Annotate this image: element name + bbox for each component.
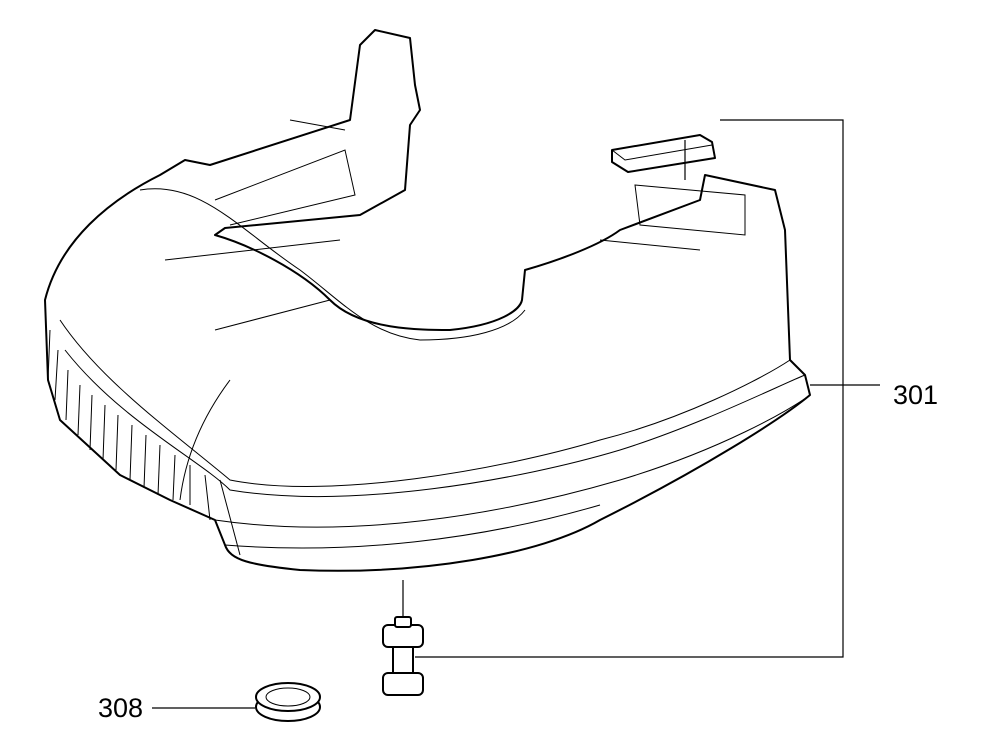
cap-part-308 bbox=[255, 682, 321, 722]
cover-ribs bbox=[47, 329, 241, 556]
callout-label-308: 308 bbox=[98, 693, 144, 723]
tab-cover-part bbox=[611, 134, 716, 173]
callout-label-301: 301 bbox=[893, 380, 939, 410]
leader-lines bbox=[152, 119, 880, 709]
cover-shell-part-301 bbox=[44, 29, 811, 572]
bolt-part bbox=[382, 616, 424, 696]
